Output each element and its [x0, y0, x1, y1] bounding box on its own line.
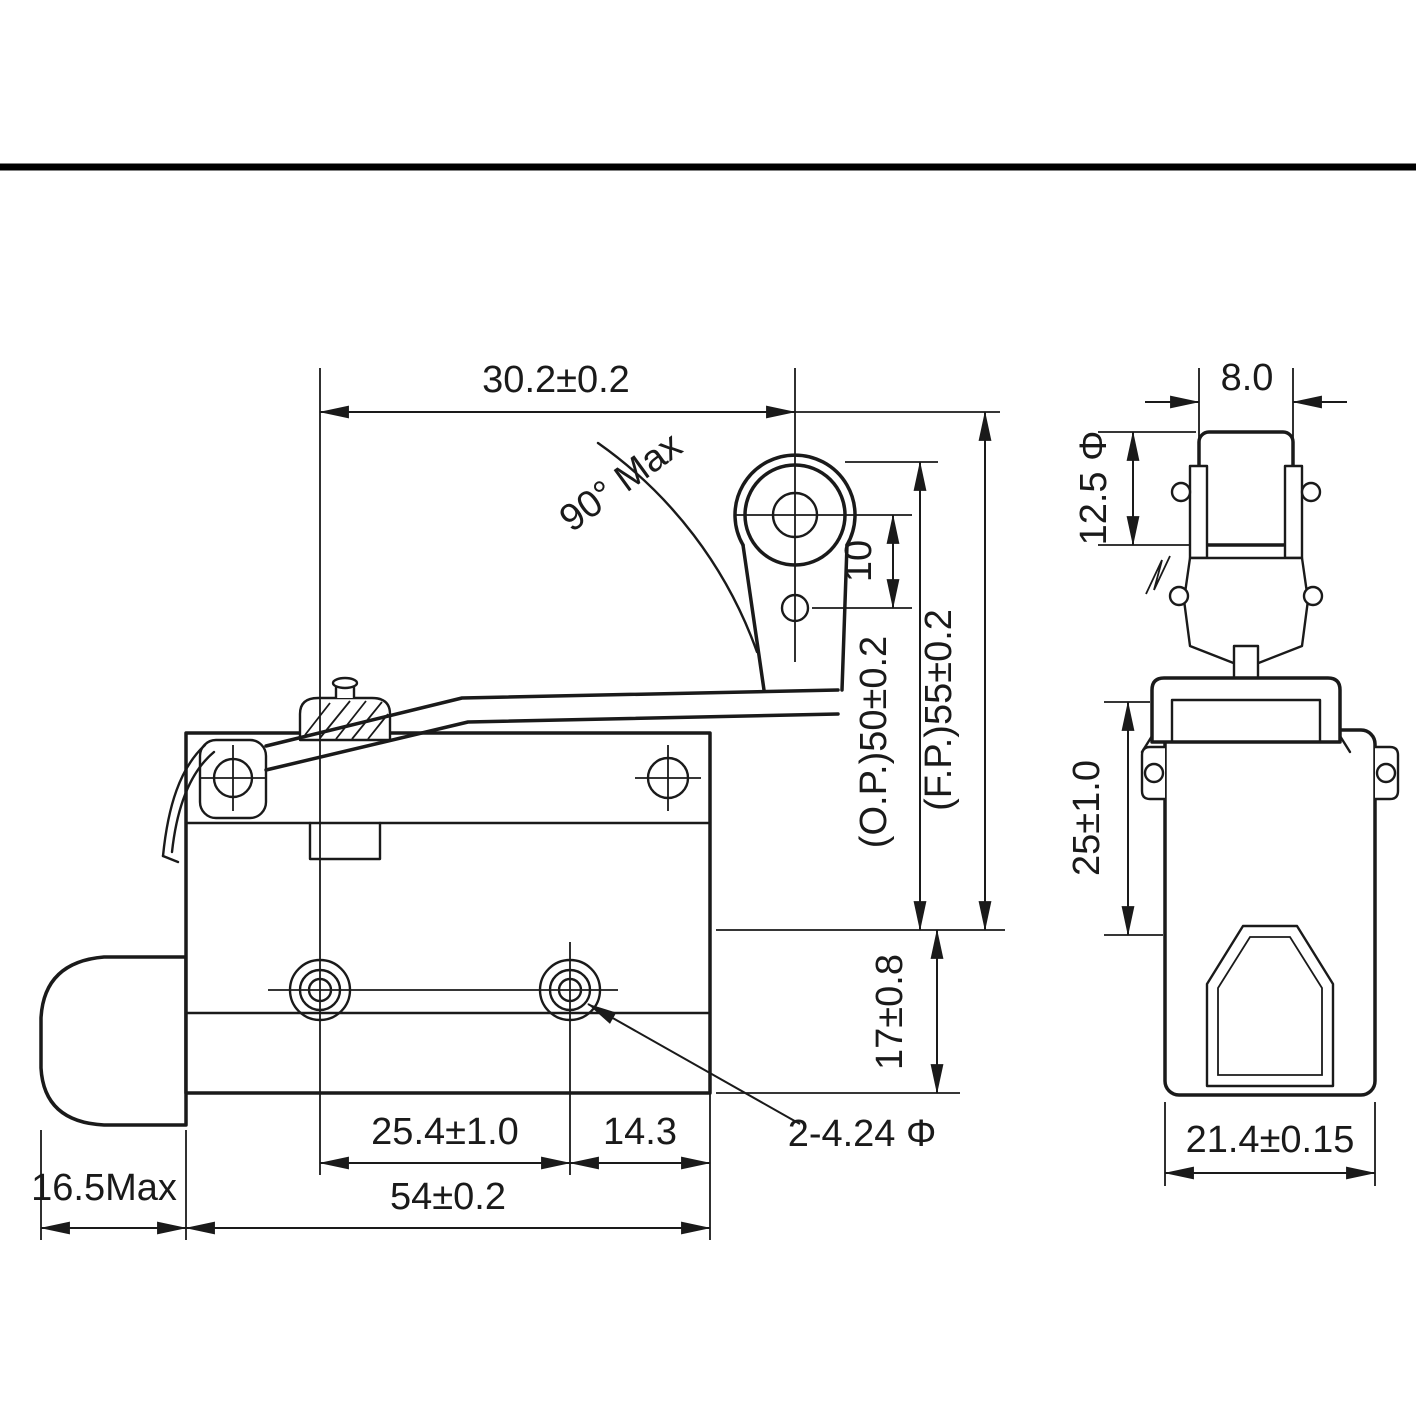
yoke-bracket	[1140, 676, 1352, 754]
dim-base-height-label: 17±0.8	[869, 954, 911, 1070]
mounting-hole-left	[288, 958, 352, 1022]
front-roller	[1197, 430, 1295, 547]
dim-mount-holes-label: 2-4.24 Φ	[788, 1113, 937, 1155]
head-screw	[635, 745, 701, 811]
mounting-hole-right	[538, 958, 602, 1022]
side-view: 30.2±0.2 90° Max 10 (O.P.)50±0.2 (F.P.)5…	[31, 359, 1005, 1240]
roller-fork	[1170, 464, 1322, 560]
dim-lever-span-label: 30.2±0.2	[482, 359, 630, 401]
dim-body-width-label: 21.4±0.15	[1186, 1119, 1355, 1161]
plunger-boot	[298, 676, 392, 861]
front-body	[1163, 728, 1377, 1097]
cable-opening	[1205, 924, 1335, 1088]
lever-front	[1145, 555, 1324, 680]
dim-body-length-label: 54±0.2	[390, 1176, 506, 1218]
dim-roller-width-label: 8.0	[1221, 357, 1274, 399]
hinge-and-spring	[161, 738, 268, 864]
front-view: 8.0 12.5 Φ 25±1.0 21.4±0.15	[1066, 357, 1400, 1186]
mounting-tabs	[1140, 745, 1400, 801]
dim-gland-length-label: 16.5Max	[31, 1167, 177, 1209]
dim-hole-to-edge-label: 14.3	[603, 1111, 677, 1153]
cable-gland	[39, 955, 188, 1127]
dim-free-position-label: (F.P.)55±0.2	[918, 609, 960, 811]
dim-hole-spacing-label: 25.4±1.0	[371, 1111, 519, 1153]
dim-body-height-label: 25±1.0	[1066, 760, 1108, 876]
dim-operating-position-label: (O.P.)50±0.2	[853, 636, 895, 848]
lever-travel-arc	[596, 441, 759, 654]
dim-roller-hole-offset-label: 10	[838, 540, 880, 582]
dim-roller-diameter-label: 12.5 Φ	[1073, 431, 1115, 546]
switch-body	[184, 731, 712, 1095]
dim-lever-angle-label: 90° Max	[552, 424, 690, 540]
front-view-dimensions: 8.0 12.5 Φ 25±1.0 21.4±0.15	[1066, 357, 1377, 1186]
